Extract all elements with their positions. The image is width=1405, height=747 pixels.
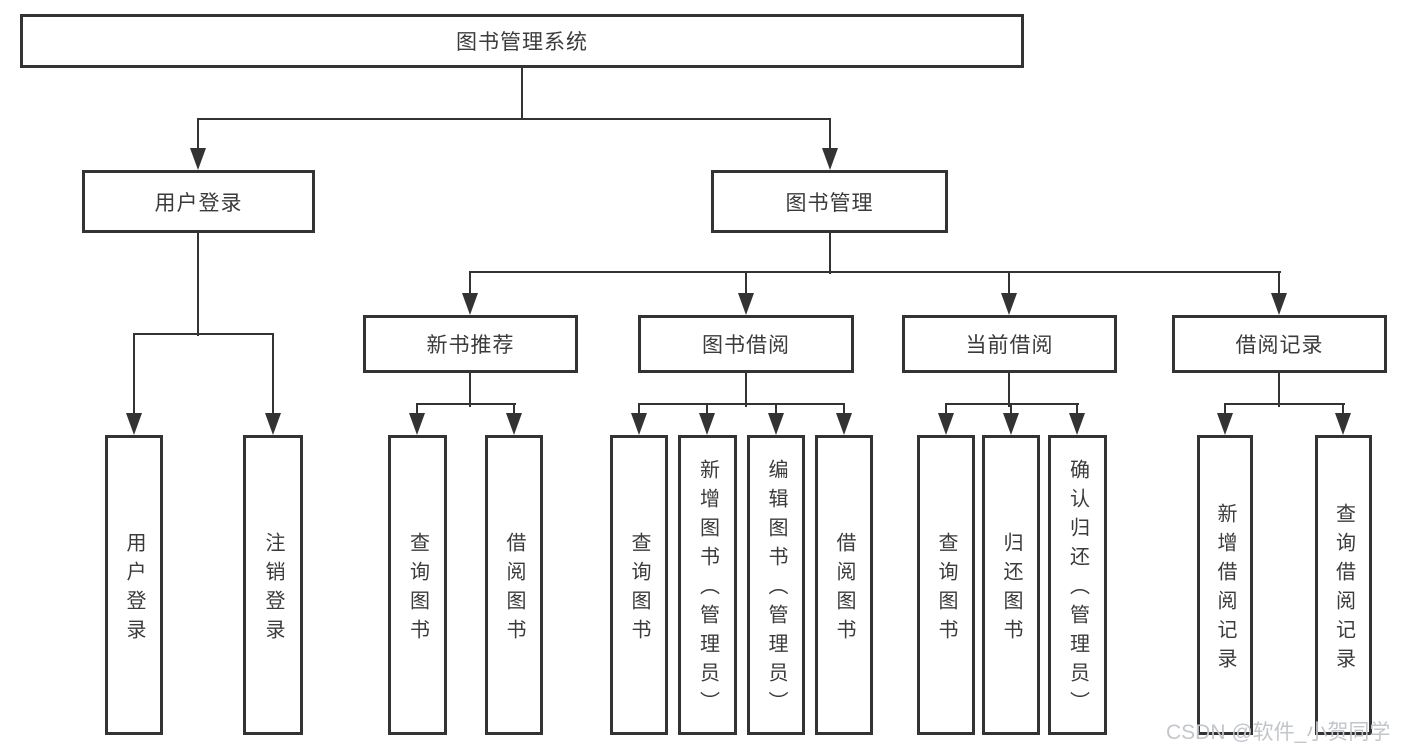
connector-line [1075, 404, 1079, 416]
csdn-watermark: CSDN @软件_小贺同学 [1166, 721, 1391, 744]
node-label: 新书推荐 [426, 334, 515, 357]
arrow-down-icon [1003, 413, 1019, 435]
connector-bar [638, 402, 845, 406]
connector-line [520, 68, 524, 120]
arrow-down-icon [126, 413, 142, 435]
leaf-query-borrow-record: 查询借阅记录 [1315, 435, 1372, 735]
arrow-down-icon [1335, 413, 1351, 435]
arrow-down-icon [462, 293, 478, 315]
leaf-borrow-books: 借阅图书 [815, 435, 873, 735]
arrow-down-icon [190, 148, 206, 170]
arrow-down-icon [1001, 293, 1017, 315]
arrow-down-icon [938, 413, 954, 435]
connector-bar [416, 402, 516, 406]
arrow-down-icon [506, 413, 522, 435]
connector-bar [197, 117, 831, 121]
leaf-label: 确认归还（管理员） [1066, 459, 1089, 720]
leaf-label: 查询图书 [935, 531, 957, 648]
leaf-label: 新增借阅记录 [1214, 502, 1236, 677]
connector-line [828, 233, 832, 274]
node-current-borrow: 当前借阅 [902, 315, 1117, 373]
connector-line [1007, 272, 1011, 298]
leaf-label: 新增图书（管理员） [696, 459, 719, 720]
leaf-label: 借阅图书 [833, 531, 855, 648]
connector-bar [469, 270, 1281, 274]
connector-line [842, 404, 846, 416]
arrow-down-icon [738, 293, 754, 315]
connector-line [944, 404, 948, 416]
arrow-down-icon [768, 413, 784, 435]
connector-line [637, 404, 641, 416]
leaf-query-books-current: 查询图书 [917, 435, 975, 735]
connector-line [744, 371, 748, 407]
leaf-borrow-books-recommend: 借阅图书 [485, 435, 543, 735]
leaf-logout: 注销登录 [243, 435, 303, 735]
leaf-label: 用户登录 [123, 531, 145, 648]
connector-line [1007, 371, 1011, 407]
connector-line [196, 119, 200, 155]
node-book-management: 图书管理 [711, 170, 948, 233]
connector-line [1009, 404, 1013, 416]
node-user-login: 用户登录 [82, 170, 315, 233]
connector-line [512, 404, 516, 416]
node-label: 用户登录 [154, 191, 243, 215]
connector-line [1341, 404, 1345, 416]
connector-line [774, 404, 778, 416]
connector-line [1277, 272, 1281, 298]
leaf-label: 注销登录 [262, 531, 284, 648]
node-label: 图书借阅 [702, 334, 790, 357]
connector-line [744, 272, 748, 298]
connector-line [196, 233, 200, 336]
arrow-down-icon [699, 413, 715, 435]
leaf-query-books-recommend: 查询图书 [388, 435, 447, 735]
connector-line [132, 334, 136, 422]
node-new-book-recommend: 新书推荐 [363, 315, 578, 373]
connector-bar [1224, 402, 1345, 406]
leaf-confirm-return-admin: 确认归还（管理员） [1048, 435, 1107, 735]
arrow-down-icon [822, 148, 838, 170]
arrow-down-icon [836, 413, 852, 435]
leaf-query-books-borrow: 查询图书 [610, 435, 668, 735]
arrow-down-icon [265, 413, 281, 435]
leaf-add-books-admin: 新增图书（管理员） [678, 435, 737, 735]
leaf-user-login: 用户登录 [105, 435, 163, 735]
connector-line [1277, 371, 1281, 407]
leaf-label: 查询借阅记录 [1332, 502, 1355, 677]
leaf-edit-books-admin: 编辑图书（管理员） [747, 435, 805, 735]
node-library-system: 图书管理系统 [20, 14, 1024, 68]
connector-line [828, 119, 832, 155]
node-label: 借阅记录 [1235, 334, 1324, 357]
connector-bar [133, 332, 274, 336]
arrow-down-icon [409, 413, 425, 435]
arrow-down-icon [631, 413, 647, 435]
connector-bar [945, 402, 1079, 406]
arrow-down-icon [1217, 413, 1233, 435]
leaf-label: 查询图书 [406, 531, 429, 648]
leaf-label: 借阅图书 [503, 531, 525, 648]
leaf-label: 归还图书 [1000, 531, 1022, 648]
connector-line [415, 404, 419, 416]
arrow-down-icon [1069, 413, 1085, 435]
connector-line [271, 334, 275, 422]
connector-line [468, 371, 472, 407]
node-label: 当前借阅 [965, 334, 1054, 357]
node-borrow-records: 借阅记录 [1172, 315, 1387, 373]
leaf-label: 查询图书 [628, 531, 650, 648]
connector-line [705, 404, 709, 416]
arrow-down-icon [1271, 293, 1287, 315]
leaf-label: 编辑图书（管理员） [765, 459, 787, 720]
connector-line [1223, 404, 1227, 416]
node-book-borrow: 图书借阅 [638, 315, 854, 373]
leaf-add-borrow-record: 新增借阅记录 [1197, 435, 1253, 735]
connector-line [468, 272, 472, 298]
leaf-return-books: 归还图书 [982, 435, 1040, 735]
node-label: 图书管理系统 [456, 31, 588, 54]
node-label: 图书管理 [785, 191, 874, 215]
